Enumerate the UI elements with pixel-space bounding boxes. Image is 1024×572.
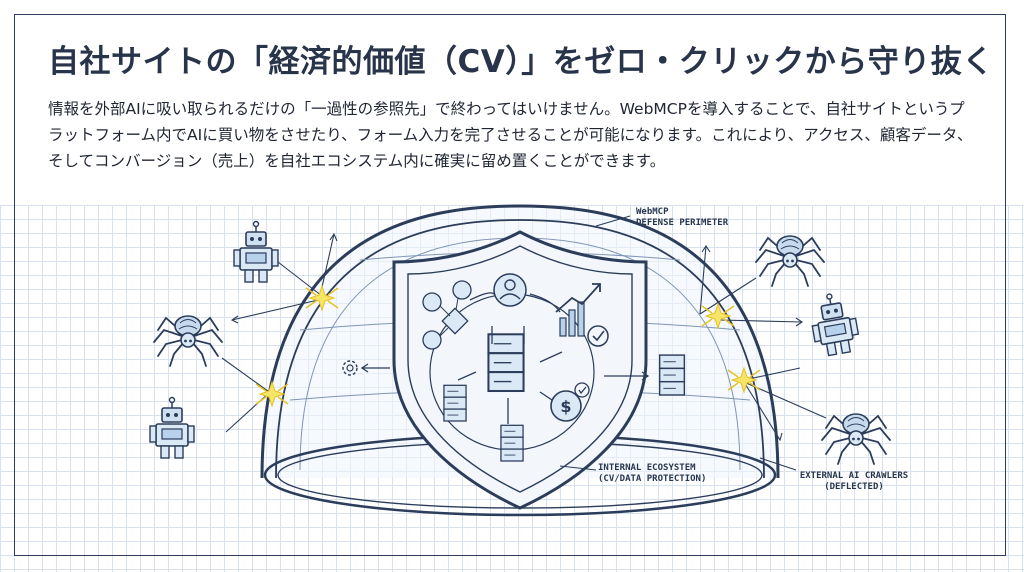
growth-chart-icon — [555, 283, 609, 347]
robot-icon — [806, 289, 862, 359]
internal-label-2: (CV/DATA PROTECTION) — [598, 474, 706, 484]
database-bottom-icon — [500, 424, 524, 462]
internal-flow-arrows — [360, 292, 650, 424]
robot-icon — [233, 220, 279, 283]
external-server-icon — [658, 354, 686, 396]
spider-icon — [153, 315, 223, 367]
internal-label-1: INTERNAL ECOSYSTEM — [598, 463, 696, 473]
slide-description: 情報を外部AIに吸い取られるだけの「一過性の参照先」で終わってはいけません。We… — [48, 100, 973, 170]
slide-frame — [14, 14, 1006, 556]
deflection-lines — [221, 215, 827, 471]
central-server-icon — [487, 333, 525, 393]
user-icon — [493, 273, 527, 307]
dollar-icon: $ — [550, 382, 590, 422]
perimeter-label-2: DEFENSE PERIMETER — [636, 218, 729, 228]
external-label-1: EXTERNAL AI CRAWLERS — [800, 471, 908, 481]
robot-icon — [149, 396, 195, 459]
database-left-icon — [443, 384, 467, 422]
spider-icon — [821, 413, 891, 465]
external-label-2: (DEFLECTED) — [824, 482, 884, 492]
perimeter-label-1: WebMCP — [636, 207, 669, 217]
spider-icon — [755, 235, 825, 287]
network-users-icon — [422, 280, 472, 350]
svg-text:$: $ — [560, 397, 571, 416]
slide-title: 自社サイトの「経済的価値（CV）」をゼロ・クリックから守り抜く — [48, 44, 994, 80]
gear-icon — [342, 360, 358, 376]
